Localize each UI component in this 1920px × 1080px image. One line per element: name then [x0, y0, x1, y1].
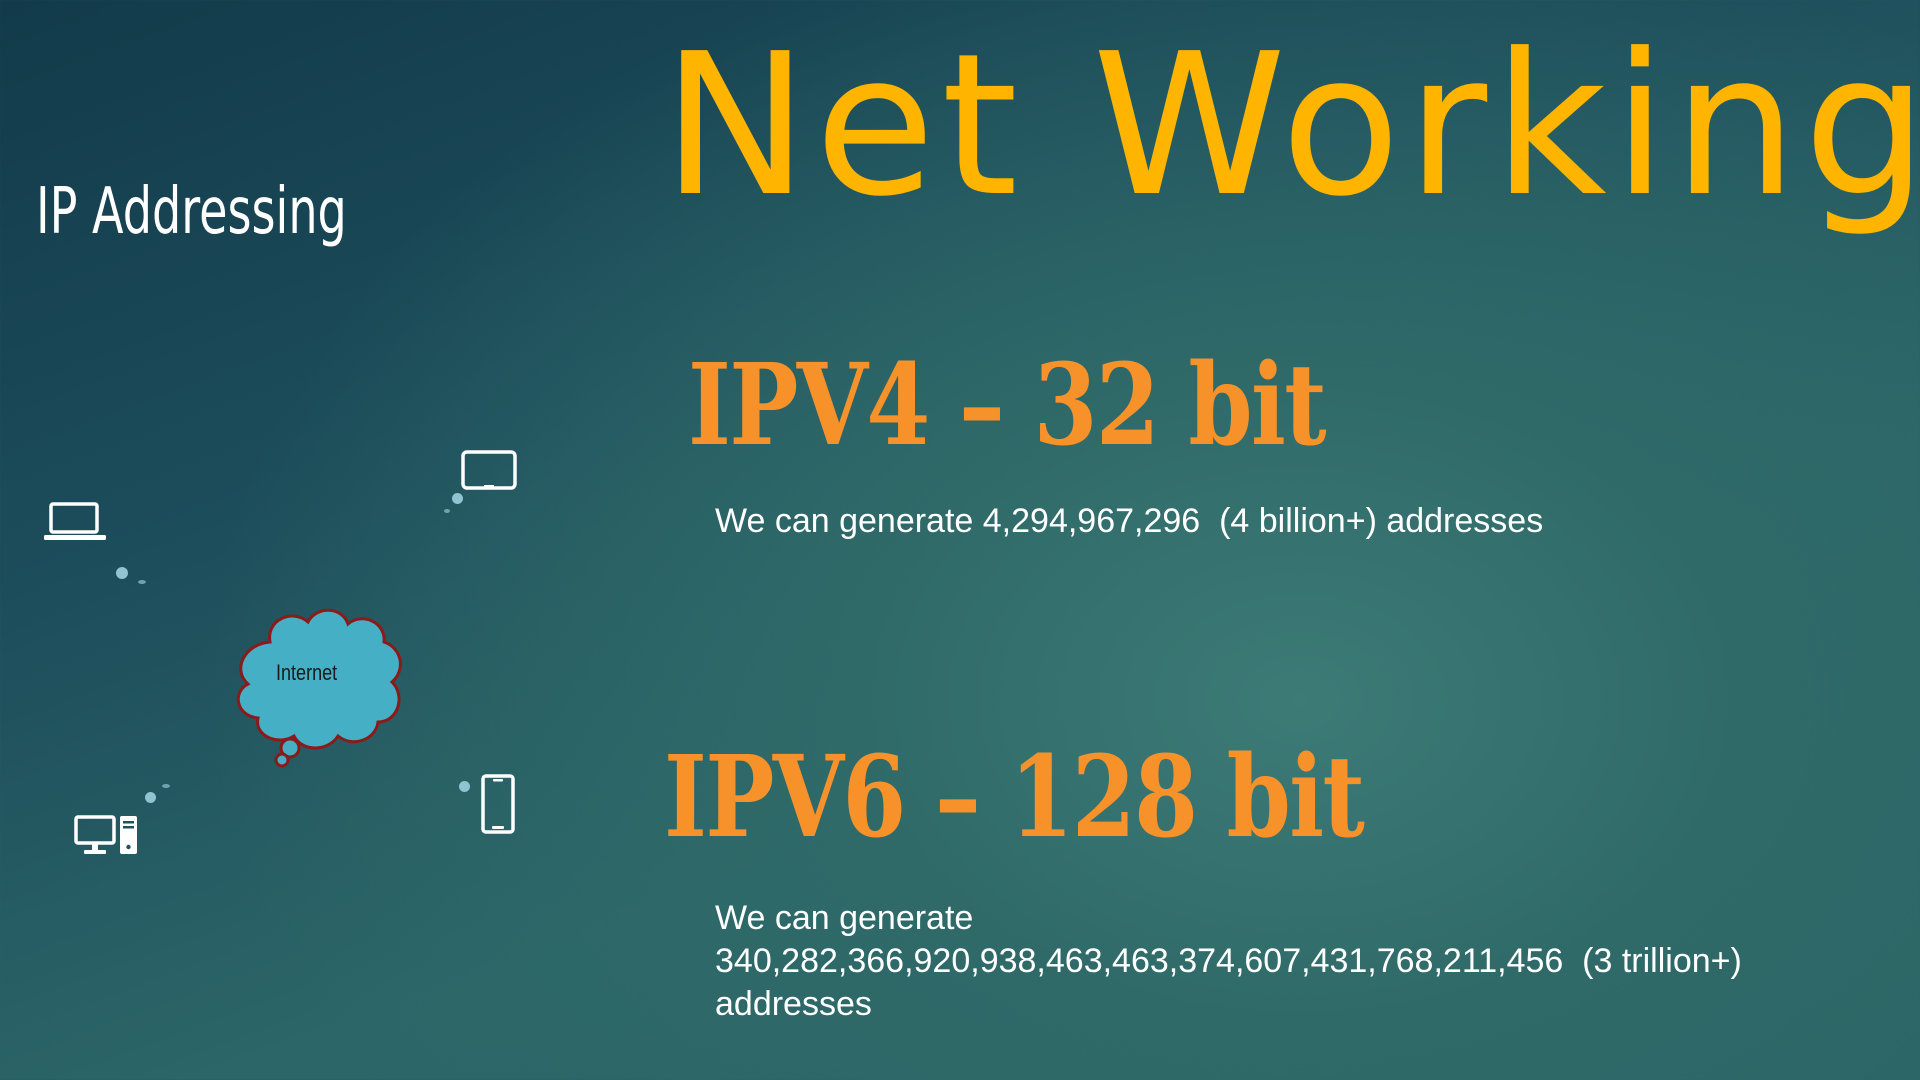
- ipv6-description-line: 340,282,366,920,938,463,463,374,607,431,…: [715, 942, 1742, 980]
- tablet-icon: [461, 450, 517, 490]
- connector-dot: [452, 493, 463, 504]
- ipv6-description-line: addresses: [715, 985, 872, 1023]
- internet-cloud: [236, 608, 402, 768]
- ipv6-description: We can generate 340,282,366,920,938,463,…: [715, 897, 1742, 1026]
- connector-dot: [459, 781, 470, 792]
- desktop-icon: [74, 815, 137, 854]
- internet-label: Internet: [276, 660, 338, 685]
- connector-dot: [444, 509, 450, 513]
- connector-dot: [116, 567, 128, 579]
- connector-dot: [138, 580, 146, 584]
- ipv4-description: We can generate 4,294,967,296 (4 billion…: [715, 502, 1544, 540]
- connector-dot: [162, 784, 170, 788]
- ipv6-description-line: We can generate: [715, 899, 974, 937]
- ipv4-heading: IPV4 – 32 bit: [688, 340, 1327, 471]
- topic-title: IP Addressing: [36, 175, 347, 249]
- slide-title: Net Working: [662, 12, 1920, 240]
- ipv6-heading: IPV6 – 128 bit: [664, 732, 1365, 863]
- laptop-icon: [44, 502, 106, 540]
- phone-icon: [481, 774, 515, 834]
- connector-dot: [145, 792, 156, 803]
